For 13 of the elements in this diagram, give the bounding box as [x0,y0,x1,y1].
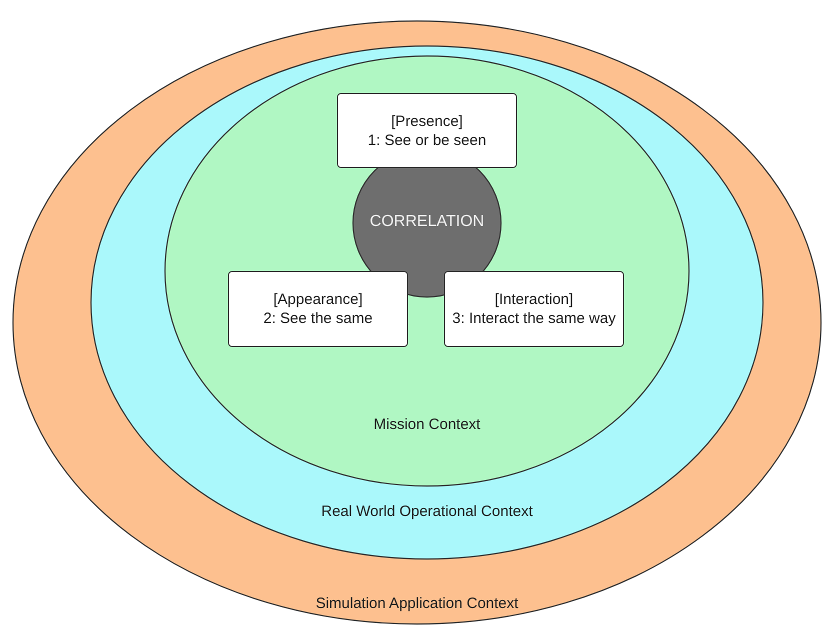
box-heading: [Presence] [391,112,463,130]
box-text: 3: Interact the same way [452,309,616,328]
circle-label: CORRELATION [370,213,484,231]
box-text: 1: See or be seen [368,130,486,150]
box-heading: [Appearance] [273,290,363,309]
box-text: 2: See the same [263,309,373,328]
context-label: Real World Operational Context [321,503,533,520]
text-box [337,93,517,168]
text-box [228,271,408,347]
context-label: Mission Context [374,416,480,433]
box-heading: [Interaction] [494,290,574,309]
text-box [444,271,624,347]
context-label: Simulation Application Context [316,595,518,612]
